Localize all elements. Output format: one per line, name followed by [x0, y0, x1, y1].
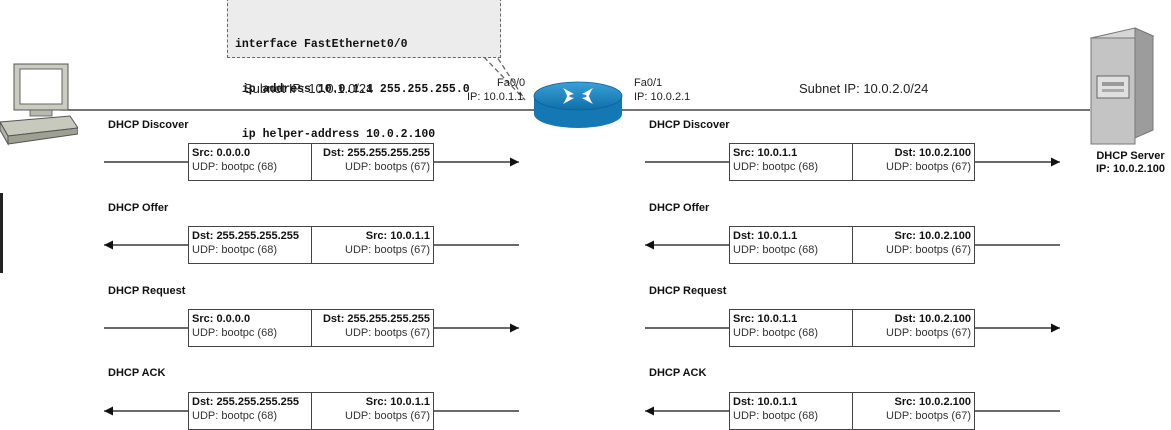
packet-port: UDP: bootpc (68)	[192, 410, 277, 422]
packet-field: Src: 0.0.0.0	[192, 147, 251, 159]
packet-port: UDP: bootps (67)	[886, 327, 971, 339]
packet-port: UDP: bootps (67)	[345, 327, 430, 339]
left-message-title: DHCP Request	[108, 285, 186, 297]
packet-port: UDP: bootpc (68)	[733, 161, 818, 173]
fa1-port-label: Fa0/1	[634, 77, 663, 89]
packet-port: UDP: bootps (67)	[345, 244, 430, 256]
server-name: DHCP Server	[1096, 150, 1165, 162]
server-icon	[1089, 27, 1155, 145]
packet-port: UDP: bootpc (68)	[192, 244, 277, 256]
packet-field: Src: 10.0.1.1	[733, 147, 798, 159]
packet-field: Src: 10.0.2.100	[894, 396, 971, 408]
packet-port: UDP: bootpc (68)	[192, 327, 277, 339]
packet-field: Src: 10.0.1.1	[365, 230, 430, 242]
packet-field: Dst: 10.0.2.100	[894, 313, 971, 325]
packet-field: Dst: 255.255.255.255	[322, 313, 430, 325]
config-line: ip helper-address 10.0.2.100	[235, 128, 436, 141]
config-line: ip address 10.0.1.1 255.255.255.0	[235, 83, 470, 96]
packet-field: Dst: 10.0.1.1	[733, 230, 798, 242]
left-subnet-label: Subnet IP: 10.0.1.0/24	[244, 81, 374, 96]
packet-port: UDP: bootpc (68)	[733, 410, 818, 422]
right-message-title: DHCP ACK	[649, 367, 707, 379]
right-message-title: DHCP Discover	[649, 119, 730, 131]
packet-port: UDP: bootps (67)	[886, 244, 971, 256]
config-line: interface FastEthernet0/0	[235, 38, 408, 51]
right-message-title: DHCP Request	[649, 285, 727, 297]
left-message-title: DHCP ACK	[108, 367, 166, 379]
packet-field: Dst: 255.255.255.255	[322, 147, 430, 159]
packet-field: Src: 10.0.1.1	[733, 313, 798, 325]
packet-port: UDP: bootpc (68)	[733, 244, 818, 256]
left-message-title: DHCP Offer	[108, 202, 169, 214]
computer-icon	[0, 63, 78, 146]
fa1-ip-label: IP: 10.0.2.1	[634, 91, 691, 103]
packet-port: UDP: bootps (67)	[886, 410, 971, 422]
fa0-ip-label: IP: 10.0.1.1	[467, 91, 524, 103]
packet-port: UDP: bootpc (68)	[733, 327, 818, 339]
packet-field: Dst: 10.0.1.1	[733, 396, 798, 408]
packet-field: Dst: 255.255.255.255	[192, 396, 300, 408]
left-message-title: DHCP Discover	[108, 119, 189, 131]
dhcp-server-label: DHCP Server IP: 10.0.2.100	[1090, 150, 1171, 176]
packet-field: Src: 0.0.0.0	[192, 313, 251, 325]
right-subnet-label: Subnet IP: 10.0.2.0/24	[799, 81, 929, 96]
server-ip: IP: 10.0.2.100	[1095, 163, 1166, 175]
packet-port: UDP: bootps (67)	[886, 161, 971, 173]
callout-pointer	[483, 56, 526, 101]
packet-port: UDP: bootps (67)	[345, 161, 430, 173]
packet-port: UDP: bootpc (68)	[192, 161, 277, 173]
fa0-port-label: Fa0/0	[497, 77, 526, 89]
side-bar	[0, 193, 3, 273]
packet-field: Src: 10.0.1.1	[365, 396, 430, 408]
router-config-callout: interface FastEthernet0/0 ip address 10.…	[227, 0, 501, 141]
packet-field: Dst: 255.255.255.255	[192, 230, 300, 242]
router-icon	[533, 81, 623, 128]
packet-port: UDP: bootps (67)	[345, 410, 430, 422]
packet-field: Src: 10.0.2.100	[894, 230, 971, 242]
packet-field: Dst: 10.0.2.100	[894, 147, 971, 159]
message-arrows	[104, 157, 1060, 416]
right-message-title: DHCP Offer	[649, 202, 710, 214]
